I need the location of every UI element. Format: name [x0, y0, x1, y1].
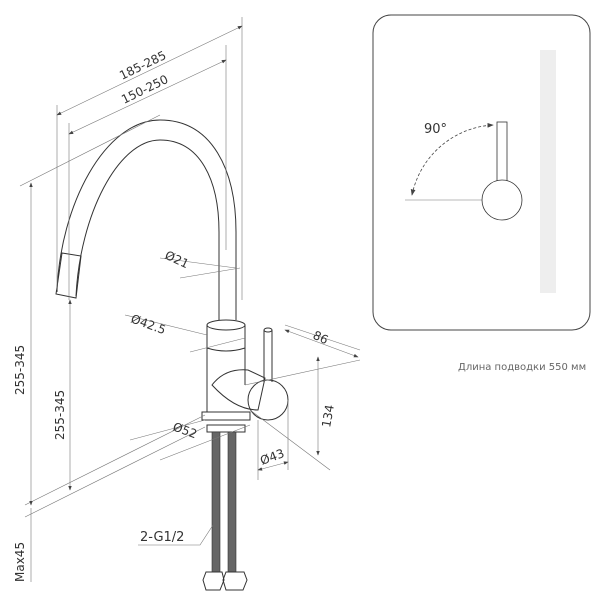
faucet-spout — [55, 119, 237, 320]
dim-handle-depth: 86 — [311, 328, 331, 347]
dim-height-outer: 255-345 — [13, 345, 27, 395]
rotation-angle-label: 90° — [424, 122, 447, 137]
panel-shade-bar — [540, 50, 556, 293]
extension-lines — [19, 17, 361, 518]
faucet-body — [201, 319, 289, 433]
dim-hose-thread: 2-G1/2 — [140, 530, 184, 545]
hose-nut-right — [222, 571, 248, 591]
rotation-panel: 90° — [372, 14, 591, 331]
base-nut — [206, 424, 246, 433]
hose-length-caption: Длина подводки 550 мм — [458, 362, 586, 373]
handle-knob — [247, 379, 289, 421]
dim-body-diameter: Ø42.5 — [129, 312, 168, 338]
dimension-lines — [29, 25, 359, 582]
rotation-arc — [410, 122, 494, 196]
supply-hoses — [202, 431, 248, 591]
dim-max-counter: Max45 — [13, 542, 27, 582]
hose-nut-left — [202, 571, 225, 591]
handle-connector — [211, 369, 266, 411]
lever-top-view — [496, 121, 508, 183]
base-plate — [201, 411, 251, 421]
handle-lever-top — [263, 327, 273, 333]
dimension-labels: 185-285 150-250 255-345 255-345 Max45 Ø2… — [13, 48, 337, 582]
dim-height-inner: 255-345 — [53, 390, 67, 440]
knob-top-view — [481, 179, 523, 221]
spout-nozzle — [55, 252, 82, 299]
dim-handle-diameter: Ø43 — [258, 446, 286, 468]
dim-handle-height: 134 — [319, 404, 337, 429]
dim-spout-diameter: Ø21 — [163, 248, 191, 271]
